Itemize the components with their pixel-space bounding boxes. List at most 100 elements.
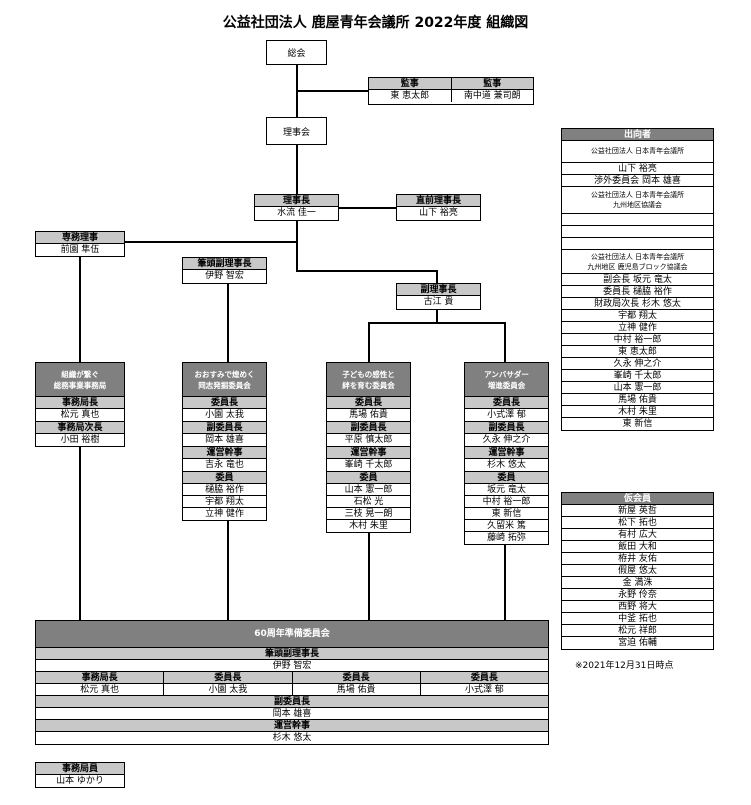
committee-role: 副委員長 (183, 422, 266, 434)
fuku-table: 副理事長 古江 貴 (396, 283, 481, 310)
hitto-name: 伊野 智宏 (205, 271, 244, 281)
anniv-table: 60周年準備委員会 筆頭副理事長 伊野 智宏 事務局長 委員長 委員長 委員長 … (35, 620, 549, 745)
committee-group: 副委員長平原 慎太郎 (327, 422, 410, 447)
rijikai-label: 理事会 (282, 127, 310, 138)
committee-member: 小式澤 郁 (487, 410, 526, 420)
fuku-title: 副理事長 (397, 284, 480, 296)
shukko-kagoshima-row: 木村 朱里 (562, 406, 713, 418)
senmu-table: 専務理事 前園 隼伍 (35, 231, 125, 257)
karikai-row: 中釜 拓也 (562, 613, 713, 625)
kanji-header-1: 監事 (369, 78, 452, 89)
committee-column: おおすみで煌めく 岡志発掘委員会委員長小園 太我副委員長岡本 雄喜運営幹事吉永 … (182, 362, 267, 521)
anniv-name: 松元 真也 (36, 684, 165, 695)
committee-member: 木村 朱里 (349, 521, 388, 531)
chokuzen-title: 直前理事長 (397, 195, 480, 207)
shukko-kagoshima-row: 東 恵太郎 (562, 346, 713, 358)
kanji-header-row: 監事 監事 (369, 78, 533, 90)
kanji-name-1: 東 恵太郎 (369, 90, 452, 102)
shukko-blank-row (562, 238, 713, 250)
anniv-role: 委員長 (470, 673, 498, 683)
committee-role: 委員長 (183, 397, 266, 409)
karikai-row: 飯田 大和 (562, 541, 713, 553)
shukko-jc-name: 公益社団法人 日本青年会議所 (562, 141, 713, 163)
karikai-row: 金 満洙 (562, 577, 713, 589)
committee-group: 副委員長岡本 雄喜 (183, 422, 266, 447)
karikai-row: 永野 伶奈 (562, 589, 713, 601)
committee-group: 運営幹事吉永 竜也 (183, 447, 266, 472)
committee-role: 委員長 (465, 397, 548, 409)
rijicho-title: 理事長 (255, 195, 338, 207)
karikai-table: 仮会員 新屋 英哲松下 拓也有村 広大飯田 大和栫井 友佑假屋 悠太金 満洙永野… (561, 492, 714, 650)
rijicho-table: 理事長 水流 佳一 (254, 194, 339, 221)
committee-member: 中村 裕一郎 (465, 496, 548, 508)
committee-title: アンバサダー 増進委員会 (465, 363, 548, 397)
anniv-role-row: 事務局長 委員長 委員長 委員長 (36, 672, 548, 684)
committee-role: 運営幹事 (327, 447, 410, 459)
jimukyoku-table: 事務局員 山本 ゆかり (35, 762, 125, 788)
shukko-jc-row: 渉外委員会 岡本 雄喜 (562, 175, 713, 187)
committee-column: アンバサダー 増進委員会委員長小式澤 郁副委員長久永 伸之介運営幹事杉木 悠太委… (464, 362, 549, 545)
chokuzen-name: 山下 裕亮 (419, 208, 458, 218)
anniv-name: 小式澤 郁 (464, 685, 504, 695)
committee-member: 坂元 竜太 (465, 484, 548, 496)
kanji-header-2: 監事 (483, 79, 502, 89)
committee-title: 組織が繋ぐ 総務事業事務局 (36, 363, 124, 397)
shukko-kagoshima-row: 久永 伸之介 (562, 358, 713, 370)
committee-group: 委員長小園 太我 (183, 397, 266, 422)
committee-member: 三枝 晃一朗 (327, 508, 410, 520)
committee-group: 委員樋脇 裕作宇都 翔太立神 健作 (183, 472, 266, 520)
committee-member: 樋脇 裕作 (183, 484, 266, 496)
committee-member: 岡本 雄喜 (205, 435, 244, 445)
committee-member: 藤崎 拓弥 (487, 533, 526, 543)
shukko-kagoshima-row: 財政局次長 杉木 悠太 (562, 298, 713, 310)
shukko-jc-row: 山下 裕亮 (562, 163, 713, 175)
shukko-header: 出向者 (562, 129, 713, 141)
kanji-name-row: 東 恵太郎 南中道 兼司朗 (369, 90, 533, 102)
committee-member: 杉木 悠太 (487, 460, 526, 470)
anniv-unei-name: 杉木 悠太 (272, 733, 312, 743)
committee-group: 委員長小式澤 郁 (465, 397, 548, 422)
committee-group: 委員長馬場 佑貴 (327, 397, 410, 422)
committee-role: 事務局次長 (36, 422, 124, 434)
committee-role: 委員長 (327, 397, 410, 409)
karikai-header: 仮会員 (562, 493, 713, 505)
anniv-hitto-name: 伊野 智宏 (36, 660, 548, 672)
committee-role: 副委員長 (465, 422, 548, 434)
karikai-note: ※2021年12月31日時点 (575, 661, 674, 671)
hitto-title: 筆頭副理事長 (183, 258, 266, 270)
anniv-fuku-name: 岡本 雄喜 (36, 708, 548, 720)
karikai-row: 宮迫 佑輔 (618, 638, 657, 648)
committee-member: 東 新信 (465, 508, 548, 520)
anniv-role: 事務局長 (36, 672, 165, 683)
committee-title: おおすみで煌めく 岡志発掘委員会 (183, 363, 266, 397)
committee-group: 運営幹事峯崎 千太郎 (327, 447, 410, 472)
committee-role: 運営幹事 (465, 447, 548, 459)
shukko-kagoshima-row: 峯崎 千太郎 (562, 370, 713, 382)
rijikai-box: 理事会 (266, 117, 327, 145)
shukko-blank-row (562, 226, 713, 238)
shukko-table: 出向者 公益社団法人 日本青年会議所 山下 裕亮 渉外委員会 岡本 雄喜 公益社… (561, 128, 714, 431)
committee-column: 子どもの感性と 絆を育む委員会委員長馬場 佑貴副委員長平原 慎太郎運営幹事峯崎 … (326, 362, 411, 533)
anniv-name: 小園 太我 (164, 684, 293, 695)
anniv-hitto-title: 筆頭副理事長 (36, 648, 548, 660)
jimukyoku-title: 事務局員 (36, 763, 124, 775)
karikai-rows: 新屋 英哲松下 拓也有村 広大飯田 大和栫井 友佑假屋 悠太金 満洙永野 伶奈西… (562, 505, 713, 649)
committee-title: 子どもの感性と 絆を育む委員会 (327, 363, 410, 397)
committee-member: 小田 裕樹 (60, 435, 100, 445)
committee-member: 峯崎 千太郎 (344, 460, 393, 470)
shukko-kagoshima-name: 公益社団法人 日本青年会議所 九州地区 鹿児島ブロック協議会 (562, 250, 713, 274)
committee-role: 副委員長 (327, 422, 410, 434)
hitto-table: 筆頭副理事長 伊野 智宏 (182, 257, 267, 284)
page-title: 公益社団法人 鹿屋青年会議所 2022年度 組織図 (222, 15, 529, 31)
karikai-row: 新屋 英哲 (562, 505, 713, 517)
committee-role: 委員 (465, 472, 548, 484)
shukko-kagoshima-row: 東 新信 (622, 419, 653, 429)
committee-role: 委員 (327, 472, 410, 484)
committee-member: 吉永 竜也 (205, 460, 244, 470)
senmu-title: 専務理事 (36, 232, 124, 244)
kanji-table: 監事 監事 東 恵太郎 南中道 兼司朗 (368, 77, 534, 105)
kanji-name-2: 南中道 兼司朗 (463, 91, 521, 101)
anniv-fuku-title: 副委員長 (36, 696, 548, 708)
committee-group: 事務局長松元 真也 (36, 397, 124, 422)
shukko-kagoshima-rows: 副会長 坂元 竜太委員長 樋脇 裕作財政局次長 杉木 悠太宇都 翔太立神 健作中… (562, 274, 713, 430)
